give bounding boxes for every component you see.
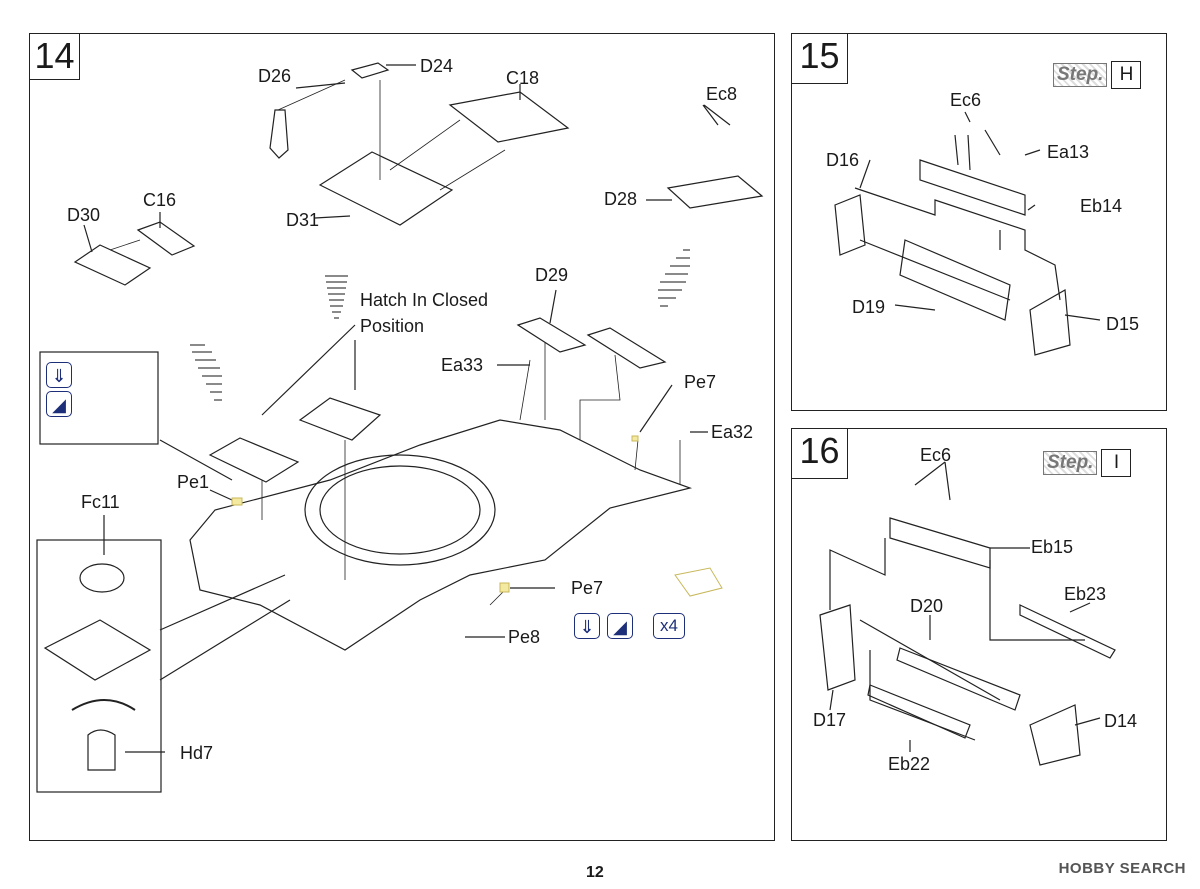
part-d19 xyxy=(899,239,1011,321)
label-eb23: Eb23 xyxy=(1064,584,1107,604)
label-ec6-15: Ec6 xyxy=(950,90,982,110)
part-eb14 xyxy=(919,159,1026,216)
part-d14 xyxy=(1029,704,1081,766)
label-d24: D24 xyxy=(420,56,454,76)
label-ec6-16: Ec6 xyxy=(920,445,952,465)
label-d14: D14 xyxy=(1104,711,1138,731)
label-hd7: Hd7 xyxy=(180,743,214,763)
label-ea32: Ea32 xyxy=(711,422,754,442)
part-c18 xyxy=(448,91,570,143)
part-d24 xyxy=(350,62,390,79)
part-hd7 xyxy=(87,729,116,771)
quantity-badge: x4 xyxy=(653,613,685,639)
part-eb22 xyxy=(867,684,971,739)
label-d19: D19 xyxy=(852,297,886,317)
label-eb22: Eb22 xyxy=(888,754,931,774)
part-eb23 xyxy=(1019,604,1116,659)
label-eb14: Eb14 xyxy=(1080,196,1123,216)
label-d15: D15 xyxy=(1106,314,1140,334)
part-d20 xyxy=(896,647,1021,711)
paint-brush-icon: ◢ xyxy=(46,391,72,417)
watermark: HOBBY SEARCH xyxy=(1058,860,1186,877)
label-d17: D17 xyxy=(813,710,847,730)
label-ea33: Ea33 xyxy=(441,355,484,375)
label-d20: D20 xyxy=(910,596,944,616)
label-ea13: Ea13 xyxy=(1047,142,1090,162)
part-d26 xyxy=(269,109,289,159)
part-d30 xyxy=(73,244,152,286)
part-c16 xyxy=(136,221,196,256)
label-pe7-bottom: Pe7 xyxy=(571,578,604,598)
step-15-letter: H xyxy=(1111,61,1142,89)
step-16-panel: 16 xyxy=(791,428,1167,841)
turret-ring xyxy=(304,454,496,566)
step-15-number: 15 xyxy=(792,34,848,84)
label-d31: D31 xyxy=(286,210,320,230)
step-16-tag: Step. I xyxy=(1043,449,1132,477)
label-d29: D29 xyxy=(535,265,569,285)
page-number: 12 xyxy=(586,864,604,881)
part-d16 xyxy=(834,194,866,256)
part-d28 xyxy=(666,175,764,209)
label-d26: D26 xyxy=(258,66,292,86)
label-pe8: Pe8 xyxy=(508,627,541,647)
part-d15 xyxy=(1029,289,1071,356)
label-pe7-top: Pe7 xyxy=(684,372,717,392)
label-ec8: Ec8 xyxy=(706,84,738,104)
part-eb15 xyxy=(889,517,991,569)
step-14-panel: 14 xyxy=(29,33,775,841)
part-hatch-right xyxy=(298,397,382,441)
step-16-letter: I xyxy=(1101,449,1132,477)
label-d16: D16 xyxy=(826,150,860,170)
label-pe1: Pe1 xyxy=(177,472,210,492)
step-15-panel: 15 xyxy=(791,33,1167,411)
part-fc11 xyxy=(79,563,125,593)
hull-body xyxy=(189,419,693,651)
part-d17 xyxy=(819,604,856,691)
label-c16: C16 xyxy=(143,190,177,210)
label-d28: D28 xyxy=(604,189,638,209)
detail-inset-top xyxy=(39,351,159,445)
label-d30: D30 xyxy=(67,205,101,225)
glue-arrow-icon: ⇓ xyxy=(46,362,72,388)
glue-arrow-icon: ⇓ xyxy=(574,613,600,639)
step-16-number: 16 xyxy=(792,429,848,479)
part-d31 xyxy=(318,151,454,226)
step-16-word: Step. xyxy=(1043,451,1098,475)
label-hatch-line2: Position xyxy=(360,316,425,336)
label-fc11: Fc11 xyxy=(81,492,120,512)
label-eb15: Eb15 xyxy=(1031,537,1074,557)
label-hatch-line1: Hatch In Closed xyxy=(360,290,489,310)
step-15-word: Step. xyxy=(1053,63,1108,87)
label-c18: C18 xyxy=(506,68,540,88)
step-14-number: 14 xyxy=(30,34,80,80)
detail-inset-bottom xyxy=(36,539,162,793)
step-15-tag: Step. H xyxy=(1053,61,1142,89)
part-d29 xyxy=(516,317,587,353)
paint-brush-icon: ◢ xyxy=(607,613,633,639)
part-hatch-left xyxy=(208,437,300,483)
